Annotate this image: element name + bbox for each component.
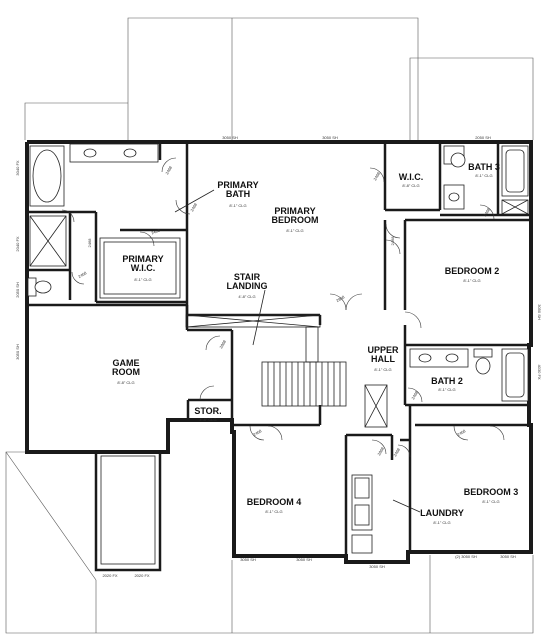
window-label: 3050 SH [222,135,238,140]
window-label: 3050 SH [369,564,385,569]
ceiling-stor: 4'-8" CLG [199,417,216,422]
door-label: 2468 [87,238,92,248]
door-label: 2468 [189,201,198,212]
door-label: 2868 [335,294,346,303]
window-label: 2050 SH [15,282,20,298]
door-label: 2468 [150,227,161,235]
ceiling-primary-bath: 8'-1" CLG [229,203,246,208]
door-label: 2468 [372,170,381,181]
ceiling-bath3: 8'-1" CLG [475,173,492,178]
door-label: 2868 [376,445,385,456]
staircase [185,314,388,428]
door-labels: 2468 2468 2468 2468 2468 2468 2468 2468 … [77,164,491,457]
door-label: 2468 [164,164,173,175]
window-labels: 3050 SH 3050 SH 2050 SH 3040 FX 2040 FX … [15,135,542,578]
room-bath3: BATH 3 [468,162,500,172]
door-label: 2868 [218,338,227,349]
room-stor: STOR. [194,406,221,416]
window-label: (2) 3050 SH [455,554,477,559]
window-label: 2020 FX [102,573,117,578]
door-label: 2468 [77,270,88,279]
window-label: 2040 FX [15,236,20,251]
roof-outline [5,17,534,634]
door-label: 2468 [252,428,263,437]
ceiling-bedroom3: 8'-1" CLG [482,499,499,504]
window-label: 3050 SH [500,554,516,559]
window-label: 4030 FX [537,364,542,379]
room-laundry: LAUNDRY [420,508,464,518]
window-label: 2020 FX [134,573,149,578]
window-label: 3050 SH [537,304,542,320]
window-label: 3050 SH [240,557,256,562]
ceiling-laundry: 8'-1" CLG [433,520,450,525]
door-label: 2468 [410,389,419,400]
door-label: 2468 [482,206,491,217]
room-bedroom3: BEDROOM 3 [464,487,519,497]
ceiling-primary-wic: 8'-1" CLG [134,277,151,282]
ceiling-bedroom4: 8'-1" CLG [265,509,282,514]
door-label: 2468 [392,446,401,457]
ceiling-bath2: 8'-1" CLG [438,387,455,392]
ceiling-wic: 8'-8" CLG [402,183,419,188]
window-label: 3040 FX [15,160,20,175]
leaders [174,189,421,513]
window-label: 3050 SH [15,344,20,360]
room-bedroom2: BEDROOM 2 [445,266,500,276]
room-wic: W.I.C. [399,172,424,182]
ceiling-primary-bedroom: 8'-1" CLG [286,228,303,233]
ceiling-bedroom2: 8'-1" CLG [463,278,480,283]
ceiling-stair-landing: 4'-8" CLG [238,294,255,299]
window-label: 2050 SH [475,135,491,140]
window-label: 3050 SH [322,135,338,140]
ceiling-upper-hall: 8'-1" CLG [374,367,391,372]
doors [61,157,505,458]
window-label: 3050 SH [296,557,312,562]
room-bath2: BATH 2 [431,376,463,386]
game-room-bumpout [94,450,162,572]
door-label: 2468 [390,236,395,246]
door-label: 2468 [456,428,467,437]
ceiling-game-room: 8'-8" CLG [117,380,134,385]
fixtures [27,143,529,554]
room-bedroom4: BEDROOM 4 [247,497,302,507]
